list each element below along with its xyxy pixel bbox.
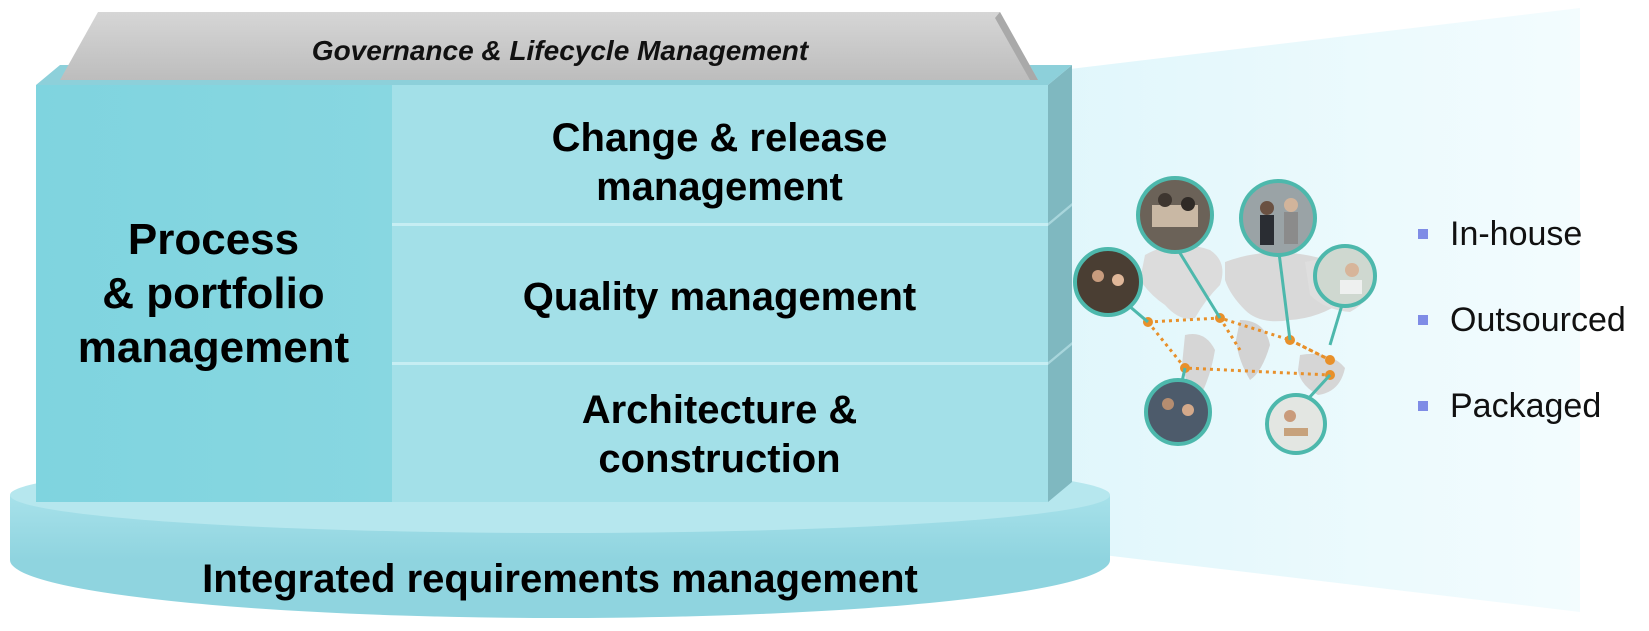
process-portfolio-text: Process & portfolio management — [78, 213, 349, 374]
people-photo-icon — [1239, 179, 1317, 257]
route-lines — [1146, 316, 1331, 377]
quality-management-label: Quality management — [392, 236, 1047, 358]
change-release-label: Change & release management — [392, 102, 1047, 224]
bullet-item-in-house: In-house — [1418, 212, 1626, 298]
governance-label-text: Governance & Lifecycle Management — [311, 34, 809, 66]
governance-label: Governance & Lifecycle Management — [110, 30, 1010, 72]
row-side-divider-2 — [1048, 342, 1072, 365]
architecture-construction-text: Architecture & construction — [582, 386, 858, 484]
requirements-management-text: Integrated requirements management — [202, 556, 918, 601]
quality-management-text: Quality management — [523, 273, 916, 322]
quality-management-line1: Quality management — [522, 274, 917, 319]
change-release-line1: Change & release — [551, 116, 888, 161]
process-portfolio-label: Process & portfolio management — [36, 88, 391, 500]
people-photo-icon — [1136, 176, 1214, 254]
people-photo-icon — [1144, 378, 1212, 446]
governance-roof-edge — [995, 12, 1038, 80]
bullet-square-icon — [1418, 229, 1428, 239]
governance-roof — [60, 12, 1038, 80]
change-release-text: Change & release management — [552, 114, 888, 212]
process-portfolio-line2: & portfolio — [102, 269, 325, 319]
bullet-square-icon — [1418, 315, 1428, 325]
bullet-item-packaged: Packaged — [1418, 384, 1626, 470]
bullet-item-outsourced: Outsourced — [1418, 298, 1626, 384]
process-portfolio-line1: Process — [127, 215, 300, 265]
people-photo-icon — [1073, 247, 1143, 317]
bullet-square-icon — [1418, 401, 1428, 411]
left-column-block — [36, 85, 392, 502]
bullet-label: Outsourced — [1450, 301, 1626, 339]
bullet-label: Packaged — [1450, 387, 1602, 425]
process-portfolio-line3: management — [77, 322, 350, 372]
architecture-construction-line2: construction — [598, 437, 841, 481]
row-divider-1 — [392, 223, 1048, 226]
block-side-face — [1048, 65, 1072, 502]
row-side-divider-1 — [1048, 203, 1072, 226]
row-block-3 — [392, 365, 1048, 502]
row-divider-2 — [392, 362, 1048, 365]
architecture-construction-label: Architecture & construction — [392, 374, 1047, 496]
people-photo-icon — [1313, 244, 1377, 308]
people-photo-icon — [1265, 393, 1327, 455]
bullet-label: In-house — [1450, 215, 1583, 253]
sourcing-bullet-list: In-house Outsourced Packaged — [1418, 212, 1626, 470]
change-release-line2: management — [596, 165, 843, 209]
requirements-management-label: Integrated requirements management — [60, 552, 1060, 606]
architecture-construction-line1: Architecture & — [581, 388, 858, 433]
row-block-2 — [392, 226, 1048, 362]
row-block-1 — [392, 85, 1048, 223]
